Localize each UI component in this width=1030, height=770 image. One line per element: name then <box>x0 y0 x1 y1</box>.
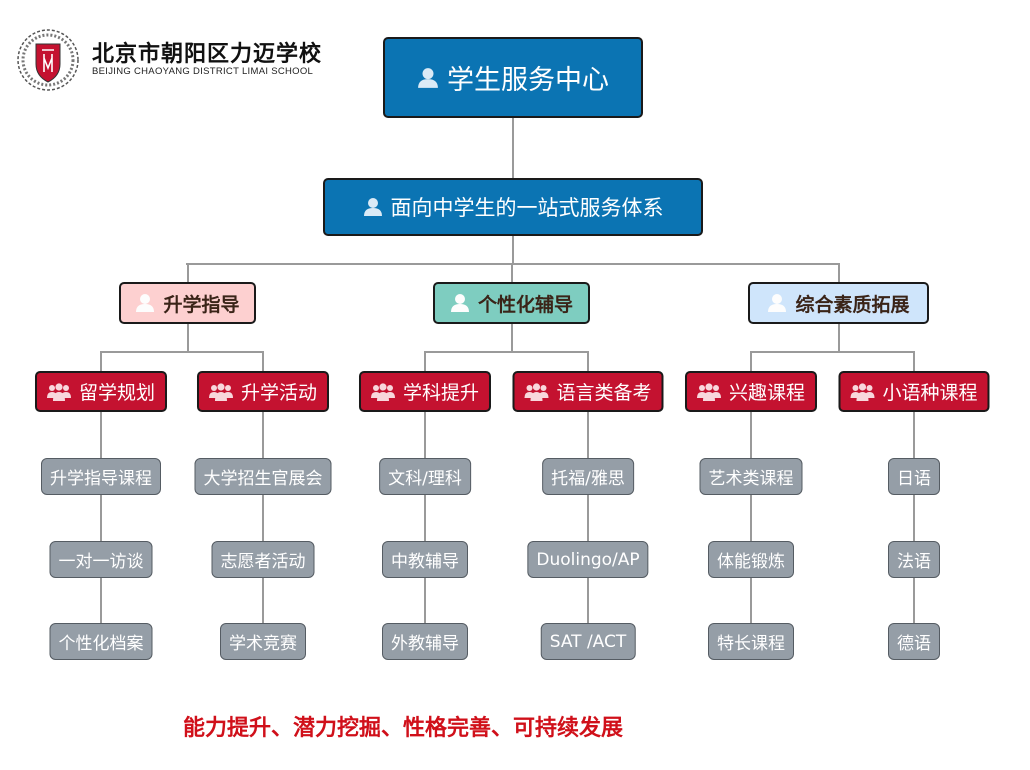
category-node[interactable]: 升学指导 <box>119 282 256 324</box>
slogan: 能力提升、潜力挖掘、性格完善、可持续发展 <box>183 716 624 741</box>
leaf-label: 艺术类课程 <box>708 469 794 489</box>
group-label: 学科提升 <box>402 382 480 404</box>
group-node[interactable]: 语言类备考 <box>512 371 664 412</box>
connector <box>512 235 514 263</box>
category-label: 个性化辅导 <box>477 293 573 316</box>
leaf-label: Duolingo/AP <box>536 549 640 570</box>
connector <box>424 411 426 623</box>
leaf-label: 学术竞赛 <box>229 634 297 654</box>
group-node[interactable]: 兴趣课程 <box>684 371 818 412</box>
school-name-en: BEIJING CHAOYANG DISTRICT LIMAI SCHOOL <box>92 66 314 77</box>
leaf-node[interactable]: SAT /ACT <box>540 623 636 660</box>
leaf-label: 特长课程 <box>717 634 785 654</box>
person-icon <box>363 198 382 216</box>
group-label: 小语种课程 <box>882 382 978 404</box>
connector <box>101 351 264 353</box>
leaf-node[interactable]: 文科/理科 <box>379 458 471 495</box>
person-icon <box>418 67 438 88</box>
connector <box>587 351 589 371</box>
leaf-node[interactable]: 艺术类课程 <box>699 458 803 495</box>
category-label: 综合素质拓展 <box>795 293 910 316</box>
connector <box>425 351 589 353</box>
category-label: 升学指导 <box>163 293 240 316</box>
group-icon <box>850 382 875 401</box>
connector <box>100 351 102 371</box>
group-label: 留学规划 <box>78 382 156 404</box>
leaf-node[interactable]: 学术竞赛 <box>220 623 306 660</box>
leaf-label: 个性化档案 <box>58 634 144 654</box>
leaf-node[interactable]: 德语 <box>888 623 940 660</box>
leaf-node[interactable]: 日语 <box>888 458 940 495</box>
leaf-node[interactable]: 一对一访谈 <box>49 541 153 578</box>
person-icon <box>136 294 155 312</box>
leaf-node[interactable]: 法语 <box>888 541 940 578</box>
group-icon <box>370 382 395 401</box>
leaf-node[interactable]: 体能锻炼 <box>708 541 794 578</box>
leaf-node[interactable]: 个性化档案 <box>49 623 153 660</box>
leaf-label: 一对一访谈 <box>58 552 144 572</box>
leaf-label: 日语 <box>897 469 931 489</box>
connector <box>262 411 264 623</box>
connector <box>510 263 513 282</box>
root-node[interactable]: 学生服务中心 <box>383 37 643 118</box>
group-node[interactable]: 学科提升 <box>358 371 492 412</box>
school-logo: 北京市朝阳区力迈学校 BEIJING CHAOYANG DISTRICT LIM… <box>16 28 346 92</box>
leaf-label: 托福/雅思 <box>551 469 625 489</box>
leaf-label: SAT /ACT <box>549 631 627 652</box>
root-label: 学生服务中心 <box>447 65 609 96</box>
leaf-label: 大学招生官展会 <box>203 469 323 489</box>
connector <box>837 263 840 282</box>
connector <box>186 323 189 351</box>
connector <box>751 351 915 353</box>
leaf-label: 体能锻炼 <box>717 552 785 572</box>
category-node[interactable]: 个性化辅导 <box>433 282 590 324</box>
leaf-node[interactable]: Duolingo/AP <box>527 541 649 578</box>
leaf-node[interactable]: 外教辅导 <box>382 623 468 660</box>
person-icon <box>768 294 787 312</box>
connector <box>510 323 513 351</box>
group-icon <box>46 382 71 401</box>
leaf-node[interactable]: 升学指导课程 <box>41 458 161 495</box>
connector <box>587 411 589 623</box>
group-label: 语言类备考 <box>556 382 652 404</box>
group-node[interactable]: 留学规划 <box>34 371 168 412</box>
group-icon <box>208 382 233 401</box>
system-node[interactable]: 面向中学生的一站式服务体系 <box>323 178 703 236</box>
leaf-node[interactable]: 特长课程 <box>708 623 794 660</box>
connector <box>837 323 840 351</box>
connector <box>262 351 264 371</box>
leaf-label: 法语 <box>897 552 931 572</box>
leaf-node[interactable]: 大学招生官展会 <box>194 458 332 495</box>
connector <box>512 117 514 178</box>
group-node[interactable]: 升学活动 <box>196 371 330 412</box>
category-node[interactable]: 综合素质拓展 <box>748 282 929 324</box>
group-label: 升学活动 <box>240 382 318 404</box>
connector <box>913 411 915 623</box>
connector <box>750 411 752 623</box>
leaf-node[interactable]: 托福/雅思 <box>542 458 634 495</box>
leaf-label: 志愿者活动 <box>220 552 306 572</box>
person-icon <box>450 294 469 312</box>
connector <box>424 351 426 371</box>
leaf-node[interactable]: 志愿者活动 <box>211 541 315 578</box>
connector <box>913 351 915 371</box>
leaf-label: 升学指导课程 <box>50 469 152 489</box>
school-name-cn: 北京市朝阳区力迈学校 <box>92 42 323 67</box>
leaf-node[interactable]: 中教辅导 <box>382 541 468 578</box>
leaf-label: 德语 <box>897 634 931 654</box>
connector <box>186 263 839 265</box>
connector <box>750 351 752 371</box>
system-label: 面向中学生的一站式服务体系 <box>390 196 664 220</box>
group-label: 兴趣课程 <box>728 382 806 404</box>
school-emblem <box>17 29 79 91</box>
group-icon <box>696 382 721 401</box>
group-node[interactable]: 小语种课程 <box>838 371 990 412</box>
group-icon <box>524 382 549 401</box>
connector <box>100 411 102 623</box>
leaf-label: 外教辅导 <box>391 634 459 654</box>
leaf-label: 中教辅导 <box>391 552 459 572</box>
leaf-label: 文科/理科 <box>388 469 462 489</box>
connector <box>186 263 189 282</box>
